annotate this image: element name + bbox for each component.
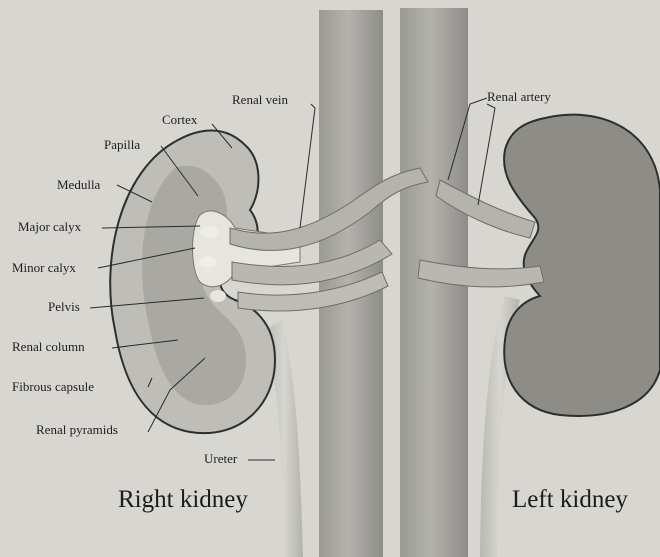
label-cortex: Cortex <box>162 112 198 127</box>
minor-calyx-shape-2 <box>199 256 217 268</box>
label-pelvis: Pelvis <box>48 299 80 314</box>
left-kidney <box>504 115 660 416</box>
caption-right-kidney: Right kidney <box>118 486 248 513</box>
minor-calyx-shape-3 <box>210 290 226 302</box>
label-renal-pyramids: Renal pyramids <box>36 422 118 437</box>
caption-left-kidney: Left kidney <box>512 486 628 513</box>
label-renal-column: Renal column <box>12 339 85 354</box>
label-minor-calyx: Minor calyx <box>12 260 76 275</box>
label-major-calyx: Major calyx <box>18 219 82 234</box>
label-fibrous-capsule: Fibrous capsule <box>12 379 94 394</box>
label-medulla: Medulla <box>57 177 101 192</box>
minor-calyx-shape-1 <box>201 226 219 238</box>
label-papilla: Papilla <box>104 137 140 152</box>
label-ureter: Ureter <box>204 451 238 466</box>
label-renal-artery: Renal artery <box>487 89 551 104</box>
label-renal-vein: Renal vein <box>232 92 288 107</box>
